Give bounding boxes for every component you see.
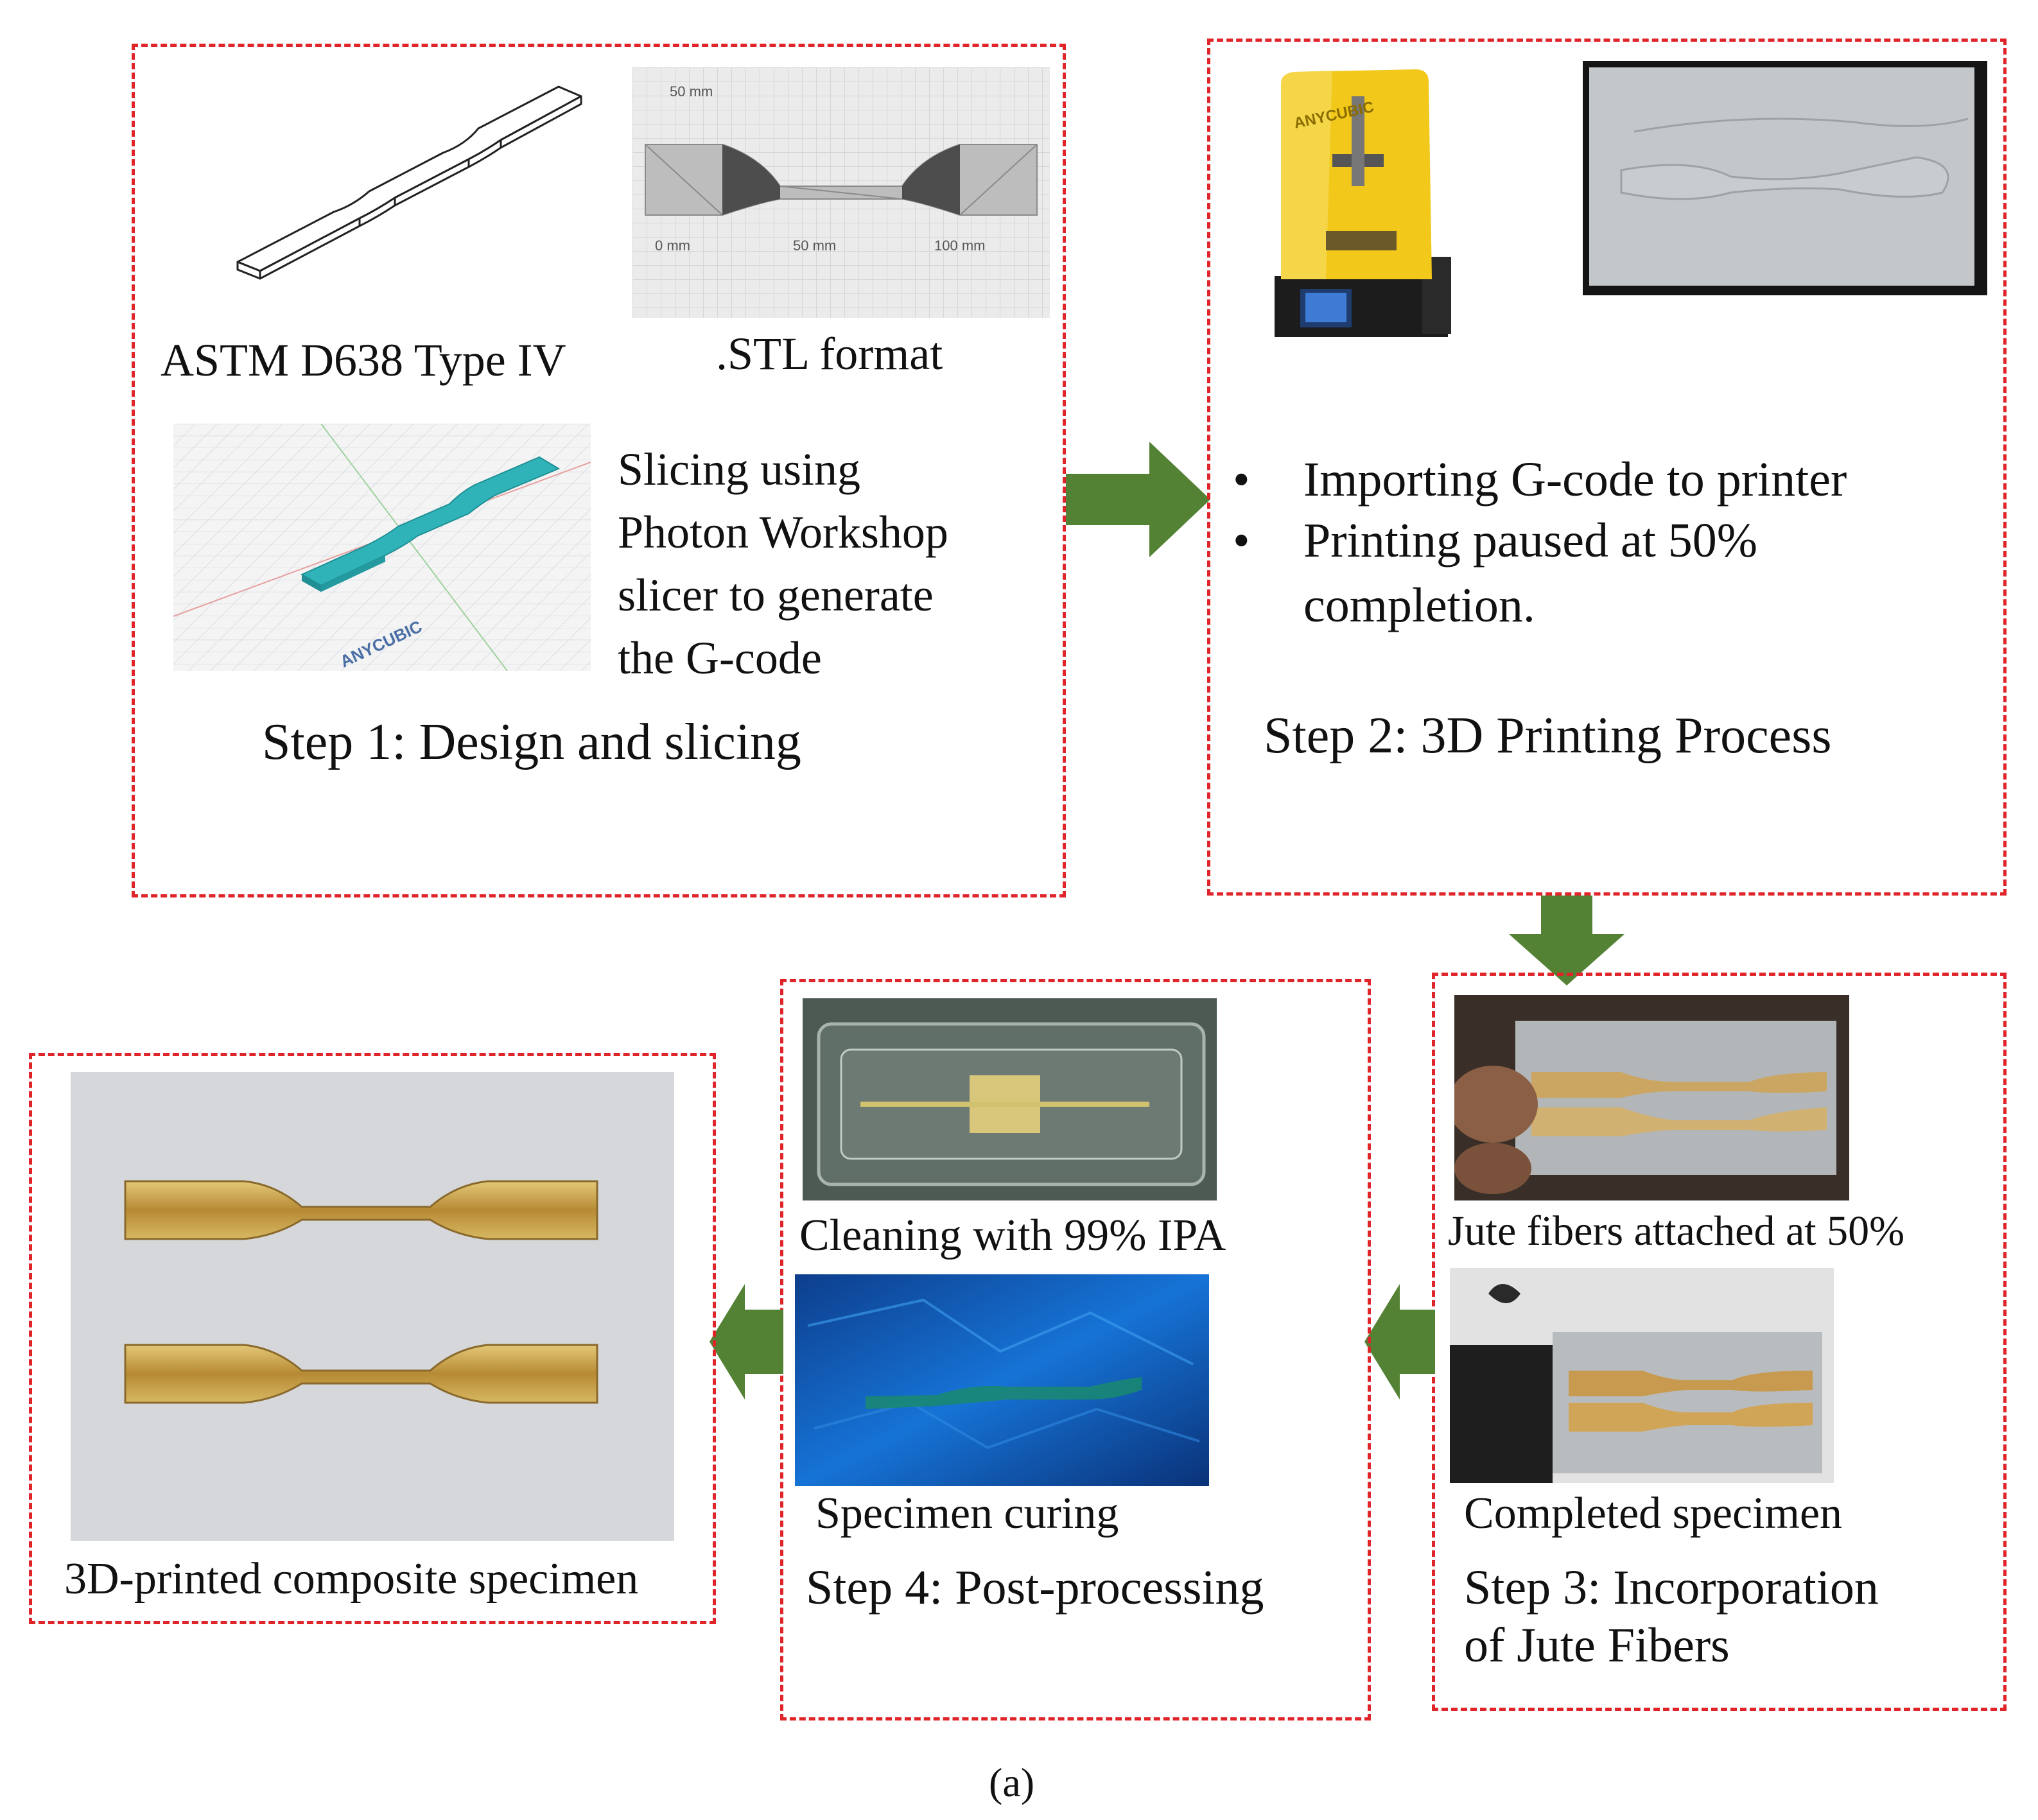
step4-title: Step 4: Post-processing [806,1561,1264,1615]
result-box [29,1053,716,1624]
specimen-curing-caption: Specimen curing [815,1489,1119,1538]
paused-print-photo [1583,61,1987,295]
stl-tick-100: 100 mm [934,238,985,254]
figure-label: (a) [989,1760,1035,1805]
step2-bullet-2-continuation: completion. [1303,578,1535,632]
arrow-down-step2-to-step3 [1509,896,1624,985]
step3-title-line-2: of Jute Fibers [1464,1618,1730,1672]
stl-format-label: .STL format [716,328,943,379]
completed-specimen-caption: Completed specimen [1464,1489,1843,1538]
arrow-right-step1-to-step2 [1066,442,1210,557]
step2-box [1207,39,2007,896]
slicing-line-4: the G-code [618,632,822,684]
uv-curing-photo [795,1274,1209,1486]
stl-tick-top: 50 mm [670,83,713,100]
slicing-line-1: Slicing using [618,444,861,495]
stl-tick-0: 0 mm [655,238,690,254]
slicing-line-3: slicer to generate [618,569,934,621]
step2-bullet-2: Printing paused at 50% [1220,510,1847,571]
design-standard-label: ASTM D638 Type IV [161,334,566,386]
jute-fibers-photo [1454,995,1849,1200]
composite-specimens-photo [71,1072,674,1541]
arrow-left-step3-to-step4 [1364,1284,1435,1400]
stl-tick-50: 50 mm [793,238,836,254]
arrow-left-step4-to-result [710,1284,783,1400]
step2-bullet-list: Importing G-code to printer Printing pau… [1220,449,1847,571]
step3-title-line-1: Step 3: Incorporation [1464,1561,1879,1615]
ipa-cleaning-photo [803,998,1217,1200]
ipa-cleaning-caption: Cleaning with 99% IPA [799,1211,1226,1260]
step1-title: Step 1: Design and slicing [262,714,801,770]
resin-printer-image: ANYCUBIC [1275,69,1451,337]
result-caption: 3D-printed composite specimen [64,1554,639,1604]
step2-bullet-1: Importing G-code to printer [1220,449,1847,510]
stl-render: 50 mm 0 mm 50 mm 100 mm [632,67,1050,318]
jute-fibers-caption: Jute fibers attached at 50% [1448,1208,1905,1254]
step1-box [132,44,1066,897]
astm-dogbone-drawing [236,85,582,280]
slicer-screenshot: ANYCUBIC [173,424,591,671]
completed-specimen-photo [1450,1268,1834,1483]
slicing-line-2: Photon Workshop [618,507,948,558]
step2-title: Step 2: 3D Printing Process [1264,707,1832,764]
